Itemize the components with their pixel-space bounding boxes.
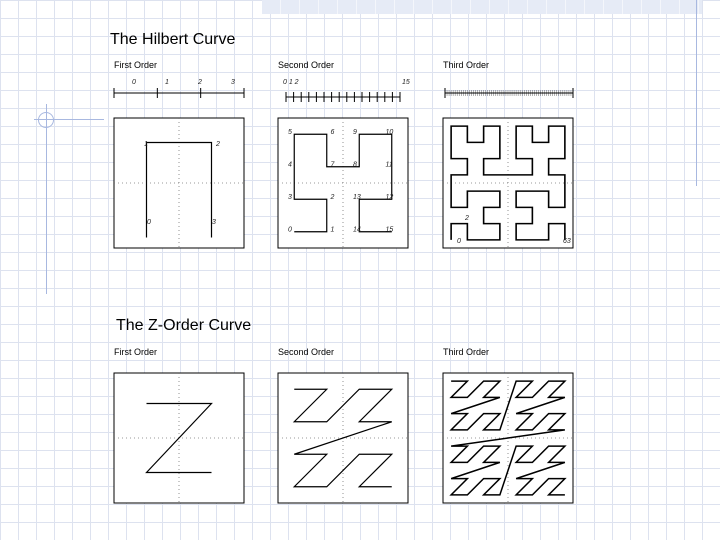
hilbert-third-order-panel [442,117,574,249]
hilbert2-cell-label: 1 [331,227,335,234]
hilbert1-label: 0 [147,219,151,226]
zorder-third-order-curve [449,380,567,496]
hilbert2-cell-label: 13 [353,194,361,201]
hilbert3-cell-label: 63 [563,238,571,245]
zorder-second-order-panel [277,372,409,504]
zorder-first-order-curve [145,402,213,474]
hilbert1-ruler-label: 3 [231,79,235,86]
hilbert-third-order-ruler [444,88,574,98]
hilbert-first-order-curve [145,141,213,238]
hilbert2-cell-label: 14 [353,227,361,234]
hilbert-first-order-panel [113,117,245,249]
hilbert2-ruler-label: 15 [402,79,410,86]
hilbert2-cell-label: 3 [288,194,292,201]
hilbert-third-order-curve [450,125,566,241]
hilbert2-cell-label: 6 [331,129,335,136]
hilbert-first-order-ruler [113,88,245,98]
hilbert2-cell-label: 0 [288,227,292,234]
zorder-first-order-label: First Order [114,347,158,357]
hilbert3-cell-label: 2 [464,215,469,222]
hilbert2-cell-label: 2 [330,194,335,201]
right-accent-line [696,0,697,186]
hilbert-first-order-label: First Order [114,60,158,70]
hilbert2-cell-label: 7 [331,162,336,169]
hilbert-third-order-ruler-ticks [444,90,574,96]
hilbert3-cell-label: 0 [457,238,461,245]
hilbert2-cell-label: 11 [386,162,393,169]
zorder-title: The Z-Order Curve [116,317,252,334]
hilbert-second-order-ruler [285,92,401,102]
hilbert2-cell-label: 9 [353,129,357,136]
hilbert2-cell-label: 10 [386,129,394,136]
hilbert1-label: 1 [144,141,148,148]
zorder-third-order-label: Third Order [443,347,490,357]
hilbert2-cell-label: 4 [288,162,292,169]
hilbert-second-order-curve [293,133,393,233]
hilbert2-ruler-label: 0 1 2 [283,79,299,86]
hilbert2-cell-label: 5 [288,129,292,136]
hilbert-second-order-label: Second Order [278,60,335,70]
top-band [262,0,702,14]
left-accent-hline [34,119,104,120]
hilbert2-cell-label: 8 [353,162,357,169]
hilbert1-label: 3 [212,219,216,226]
hilbert-second-order-panel [277,117,409,249]
accent-circle [38,112,54,128]
hilbert1-ruler-label: 2 [197,79,202,86]
hilbert1-ruler-label: 0 [132,79,136,86]
hilbert-third-order-label: Third Order [443,60,490,70]
zorder-second-order-curve [292,388,394,488]
zorder-second-order-label: Second Order [278,347,335,357]
hilbert-title: The Hilbert Curve [110,31,236,48]
hilbert1-label: 2 [215,141,220,148]
hilbert2-cell-label: 12 [386,194,394,201]
zorder-first-order-panel [113,372,245,504]
zorder-third-order-panel [442,372,574,504]
hilbert1-ruler-label: 1 [165,79,169,86]
left-accent-line [46,104,47,294]
hilbert2-cell-label: 15 [386,227,394,234]
